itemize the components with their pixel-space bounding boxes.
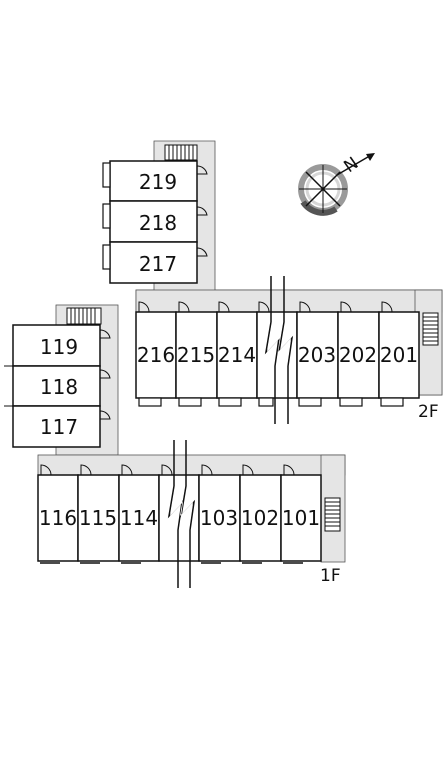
- stairs-1f-top: [66, 307, 102, 325]
- door-icon: [283, 464, 295, 476]
- door-icon: [121, 464, 133, 476]
- balcony-217: [102, 244, 111, 270]
- room-203: [296, 311, 339, 399]
- room-label-218: 218: [139, 211, 177, 235]
- row-1f: 116 115 114 103 102 101: [37, 464, 322, 564]
- stairs-2f-right: [422, 312, 439, 346]
- balcony-219: [102, 162, 111, 188]
- floor-1f: 119 118 117 116 1: [4, 304, 346, 588]
- break-symbol-1f: [167, 440, 196, 588]
- room-label-215: 215: [177, 343, 215, 367]
- break-symbol-2f: [264, 276, 294, 424]
- door-icon: [138, 301, 150, 313]
- row-2f: 216 215 214 203 202 201: [135, 301, 420, 407]
- door-icon: [99, 329, 111, 339]
- door-icon: [196, 206, 208, 216]
- room-label-117: 117: [40, 415, 78, 439]
- door-icon: [201, 464, 213, 476]
- balcony: [138, 397, 162, 407]
- room-label-202: 202: [339, 343, 377, 367]
- room-label-103: 103: [200, 506, 238, 530]
- room-214: [216, 311, 258, 399]
- balcony: [380, 397, 404, 407]
- stairs-2f-top: [164, 144, 198, 161]
- balcony: [258, 397, 274, 407]
- room-218: [109, 200, 198, 243]
- room-label-201: 201: [380, 343, 418, 367]
- room-101: [280, 474, 322, 562]
- door-icon: [299, 301, 311, 313]
- door-icon: [340, 301, 352, 313]
- door-icon: [161, 464, 173, 476]
- room-label-115: 115: [79, 506, 117, 530]
- room-119: [12, 324, 101, 367]
- room-103: [198, 474, 241, 562]
- door-icon: [40, 464, 52, 476]
- balcony: [298, 397, 322, 407]
- door-icon: [99, 410, 111, 420]
- compass-icon: N: [298, 153, 375, 216]
- room-label-214: 214: [218, 343, 256, 367]
- door-icon: [218, 301, 230, 313]
- room-202: [337, 311, 380, 399]
- compass-north-label: N: [340, 153, 362, 177]
- room-label-219: 219: [139, 170, 177, 194]
- floor-label-2f: 2F: [418, 402, 439, 422]
- room-label-101: 101: [282, 506, 320, 530]
- corridor-2f-main: [135, 289, 443, 313]
- door-icon: [196, 165, 208, 175]
- room-117: [12, 405, 101, 448]
- room-118: [12, 365, 101, 407]
- stairs-1f-right: [324, 497, 341, 532]
- room-115: [77, 474, 120, 562]
- door-icon: [80, 464, 92, 476]
- room-217: [109, 241, 198, 284]
- room-label-217: 217: [139, 252, 177, 276]
- floor-2f: 219 218 217 216: [102, 140, 443, 424]
- room-label-203: 203: [298, 343, 336, 367]
- balcony-218: [102, 203, 111, 229]
- door-icon: [258, 301, 270, 313]
- room-201: [378, 311, 420, 399]
- door-icon: [178, 301, 190, 313]
- wing-2f: 219 218 217: [102, 160, 208, 284]
- room-label-114: 114: [120, 506, 158, 530]
- room-label-216: 216: [137, 343, 175, 367]
- room-label-116: 116: [39, 506, 77, 530]
- balcony: [218, 397, 242, 407]
- floor-label-1f: 1F: [320, 566, 341, 586]
- door-icon: [196, 247, 208, 257]
- door-icon: [99, 369, 111, 379]
- room-116: [37, 474, 79, 562]
- room-label-119: 119: [40, 335, 78, 359]
- room-102: [239, 474, 282, 562]
- door-icon: [381, 301, 393, 313]
- room-label-102: 102: [241, 506, 279, 530]
- balcony: [178, 397, 202, 407]
- door-icon: [242, 464, 254, 476]
- room-label-118: 118: [40, 375, 78, 399]
- balcony: [339, 397, 363, 407]
- wing-1f: 119 118 117: [4, 324, 111, 448]
